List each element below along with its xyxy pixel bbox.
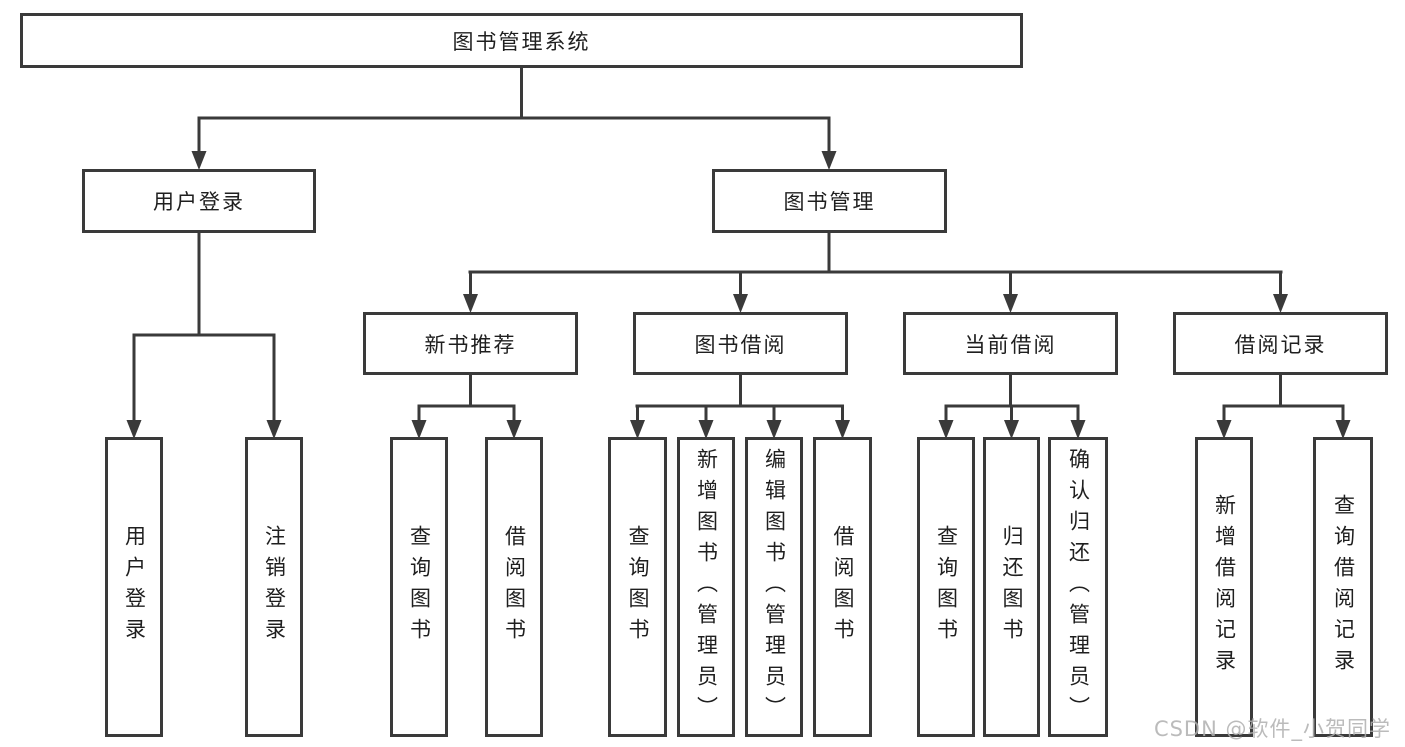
leaf-user-login-label: 用户登录	[122, 525, 147, 649]
leaf-borrow-add: 新增图书（管理员）	[677, 437, 735, 737]
leaf-logout: 注销登录	[245, 437, 303, 737]
node-user-login: 用户登录	[82, 169, 316, 233]
leaf-borrow-query-label: 查询图书	[626, 525, 650, 649]
leaf-newbooks-query: 查询图书	[390, 437, 448, 737]
node-book-mgmt-label: 图书管理	[783, 190, 876, 214]
arrowhead	[463, 294, 478, 313]
node-root: 图书管理系统	[20, 13, 1023, 68]
node-book-mgmt: 图书管理	[712, 169, 947, 233]
node-borrow-records: 借阅记录	[1173, 312, 1388, 375]
leaf-records-add: 新增借阅记录	[1195, 437, 1253, 737]
leaf-records-add-label: 新增借阅记录	[1212, 494, 1237, 680]
leaf-borrow-edit: 编辑图书（管理员）	[745, 437, 803, 737]
arrowhead	[733, 294, 748, 313]
leaf-borrow-add-label: 新增图书（管理员）	[694, 447, 719, 727]
leaf-newbooks-borrow: 借阅图书	[485, 437, 543, 737]
node-current-borrow-label: 当前借阅	[964, 332, 1057, 357]
arrowhead	[1070, 420, 1086, 439]
leaf-borrow-borrow-label: 借阅图书	[831, 525, 855, 649]
arrowhead	[266, 420, 282, 439]
node-current-borrow: 当前借阅	[903, 312, 1118, 375]
arrowhead	[1216, 420, 1232, 439]
arrowhead	[1003, 294, 1018, 313]
arrowhead	[698, 420, 714, 439]
leaf-logout-label: 注销登录	[262, 525, 287, 649]
leaf-current-query-label: 查询图书	[934, 525, 959, 649]
leaf-borrow-query: 查询图书	[608, 437, 667, 737]
arrowhead	[630, 420, 645, 439]
node-borrow-records-label: 借阅记录	[1234, 332, 1327, 357]
csdn-watermark: CSDN @软件_小贺同学	[1153, 717, 1391, 741]
node-new-books: 新书推荐	[363, 312, 578, 375]
node-new-books-label: 新书推荐	[424, 332, 517, 357]
arrowhead	[126, 420, 142, 439]
arrowhead	[1273, 294, 1288, 313]
leaf-borrow-edit-label: 编辑图书（管理员）	[762, 447, 787, 727]
node-user-login-label: 用户登录	[153, 190, 245, 214]
leaf-current-query: 查询图书	[917, 437, 975, 737]
arrowhead	[1335, 420, 1351, 439]
node-root-label: 图书管理系统	[452, 29, 591, 54]
leaf-newbooks-borrow-label: 借阅图书	[502, 525, 527, 649]
leaf-borrow-borrow: 借阅图书	[813, 437, 872, 737]
arrowhead	[938, 420, 954, 439]
arrowhead	[821, 151, 837, 170]
arrowhead	[766, 420, 782, 439]
leaf-user-login: 用户登录	[105, 437, 163, 737]
leaf-newbooks-query-label: 查询图书	[407, 525, 432, 649]
leaf-current-confirm-label: 确认归还（管理员）	[1066, 447, 1091, 727]
node-book-borrow: 图书借阅	[633, 312, 848, 375]
arrowhead	[835, 420, 850, 439]
leaf-records-query: 查询借阅记录	[1313, 437, 1373, 737]
arrowhead	[411, 420, 427, 439]
arrowhead	[191, 151, 207, 170]
leaf-current-confirm: 确认归还（管理员）	[1048, 437, 1108, 737]
leaf-current-return: 归还图书	[983, 437, 1040, 737]
leaf-current-return-label: 归还图书	[1000, 525, 1024, 649]
arrowhead	[506, 420, 522, 439]
arrowhead	[1004, 420, 1019, 439]
leaf-records-query-label: 查询借阅记录	[1331, 494, 1356, 680]
node-book-borrow-label: 图书借阅	[694, 332, 787, 357]
